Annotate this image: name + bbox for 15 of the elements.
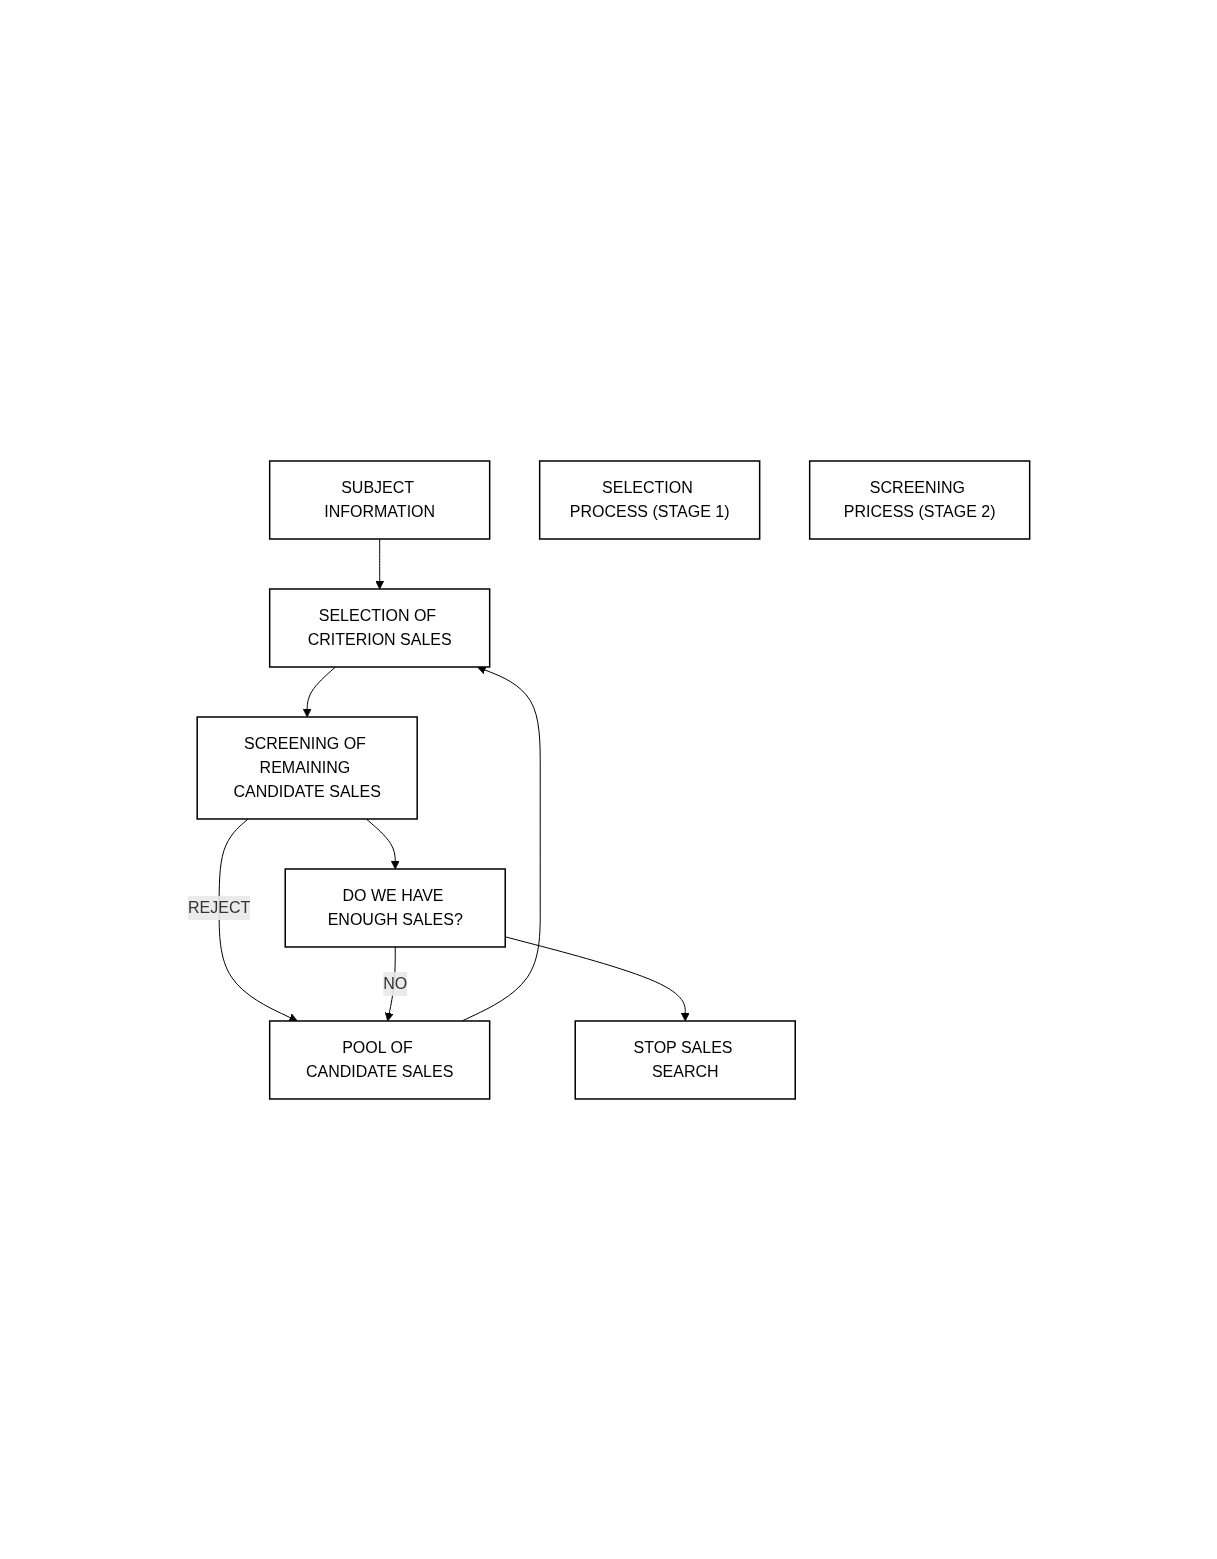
arrow xyxy=(218,818,298,1022)
node-box: SELECTION PROCESS (STAGE 1) xyxy=(538,459,761,540)
arrow xyxy=(365,818,400,869)
arrow xyxy=(504,935,690,1021)
node-box: SCREENING PRICESS (STAGE 2) xyxy=(808,459,1031,540)
node-box: STOP SALES SEARCH xyxy=(574,1019,796,1100)
node-box: SELECTION OF CRITERION SALES xyxy=(268,587,491,668)
arrow xyxy=(374,538,384,589)
node-box: POOL OF CANDIDATE SALES xyxy=(268,1019,491,1100)
edge-label: REJECT xyxy=(187,898,250,916)
arrow xyxy=(302,666,336,717)
node-box: SUBJECT INFORMATION xyxy=(268,459,491,540)
edge-label: NO xyxy=(382,974,407,992)
node-box: SCREENING OF REMAINING CANDIDATE SALES xyxy=(196,715,418,820)
node-box: DO WE HAVE ENOUGH SALES? xyxy=(284,867,506,948)
